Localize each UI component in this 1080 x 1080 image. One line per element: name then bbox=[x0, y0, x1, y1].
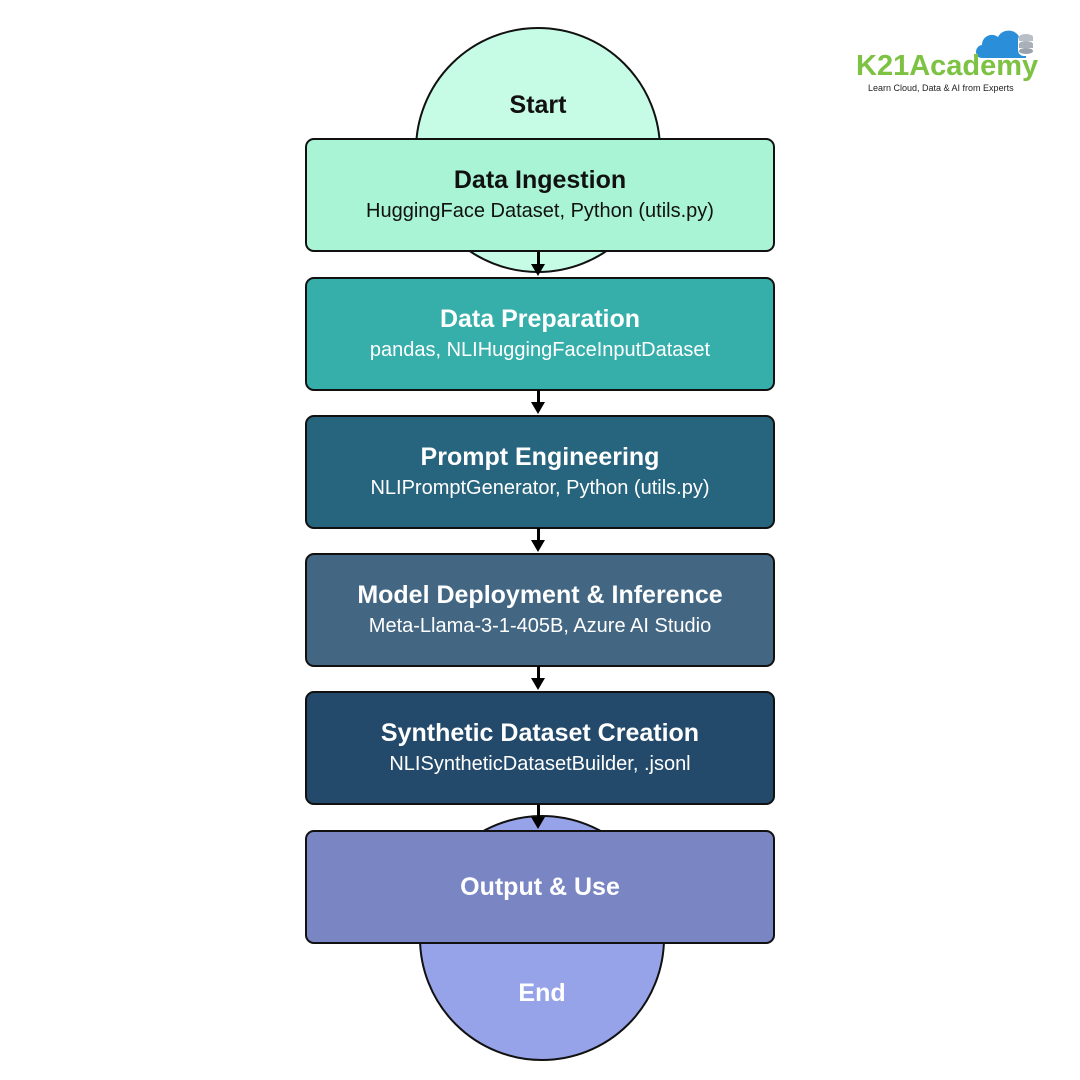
cloud-database-icon bbox=[976, 30, 1034, 58]
step-title: Data Preparation bbox=[439, 305, 641, 333]
step-title: Output & Use bbox=[460, 873, 620, 901]
arrow-down-icon bbox=[531, 528, 545, 553]
step-subtitle: Meta-Llama-3-1-405B, Azure AI Studio bbox=[368, 615, 712, 637]
step-title: Data Ingestion bbox=[453, 166, 627, 194]
step-subtitle: HuggingFace Dataset, Python (utils.py) bbox=[366, 200, 714, 222]
logo-brand-text: K21Academy bbox=[856, 50, 1039, 82]
arrow-down-icon bbox=[531, 805, 545, 830]
step-subtitle: NLISyntheticDatasetBuilder, .jsonl bbox=[389, 753, 691, 775]
end-label: End bbox=[518, 979, 566, 1007]
arrow-down-icon bbox=[531, 252, 545, 277]
step-synthetic-dataset-creation: Synthetic Dataset Creation NLISyntheticD… bbox=[305, 691, 775, 805]
step-data-ingestion: Data Ingestion HuggingFace Dataset, Pyth… bbox=[305, 138, 775, 252]
step-title: Model Deployment & Inference bbox=[357, 581, 723, 609]
step-data-preparation: Data Preparation pandas, NLIHuggingFaceI… bbox=[305, 277, 775, 391]
step-output-and-use: Output & Use bbox=[305, 830, 775, 944]
step-subtitle: pandas, NLIHuggingFaceInputDataset bbox=[369, 339, 711, 361]
step-subtitle: NLIPromptGenerator, Python (utils.py) bbox=[370, 477, 710, 499]
k21academy-logo: K21Academy Learn Cloud, Data & AI from E… bbox=[852, 26, 1042, 96]
start-label: Start bbox=[509, 91, 567, 119]
step-prompt-engineering: Prompt Engineering NLIPromptGenerator, P… bbox=[305, 415, 775, 529]
arrow-down-icon bbox=[531, 390, 545, 415]
step-title: Synthetic Dataset Creation bbox=[380, 719, 700, 747]
logo-tagline: Learn Cloud, Data & AI from Experts bbox=[868, 83, 1014, 93]
step-model-deployment: Model Deployment & Inference Meta-Llama-… bbox=[305, 553, 775, 667]
step-title: Prompt Engineering bbox=[420, 443, 660, 471]
arrow-down-icon bbox=[531, 666, 545, 691]
